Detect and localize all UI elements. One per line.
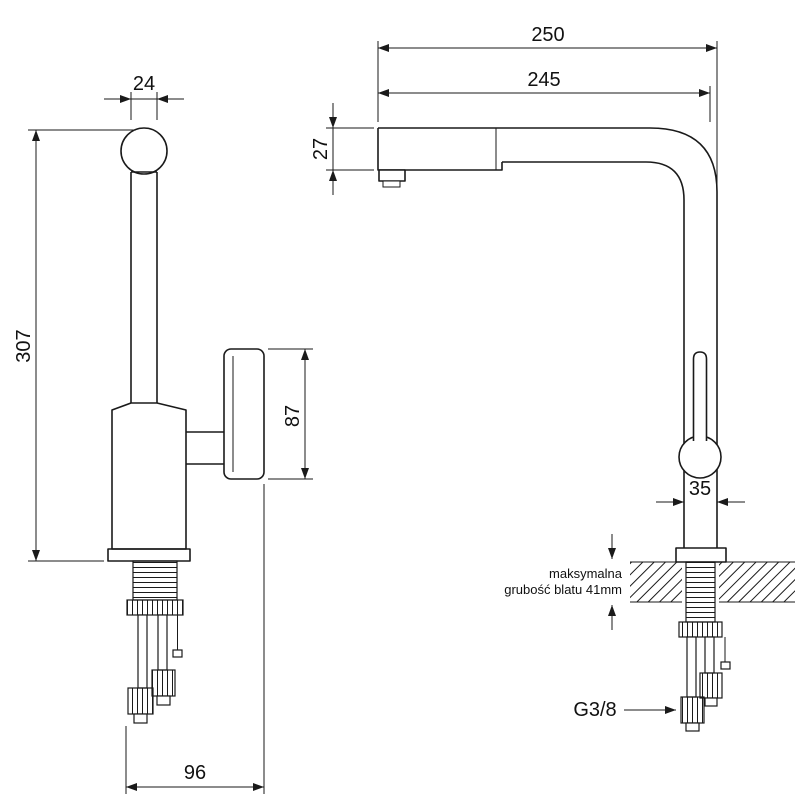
counter-note-line2: grubość blatu 41mm [504, 582, 622, 597]
faucet-body [111, 402, 187, 550]
dim-250-label: 250 [531, 24, 564, 46]
thread-size-callout: G3/8 [573, 699, 676, 721]
dim-27-label: 27 [310, 138, 332, 160]
hose-end-1 [133, 713, 148, 724]
hose-fitting-1 [680, 696, 705, 724]
stud-foot [172, 649, 183, 658]
counter-note-line1: maksymalna [549, 566, 623, 581]
dim-87-label: 87 [282, 405, 304, 427]
hose-fitting-2 [699, 672, 723, 699]
base-plate [675, 547, 727, 563]
dimension-column-width: 35 [656, 478, 745, 506]
extension-lines [28, 129, 136, 562]
base-plate [107, 548, 191, 562]
hose-fitting-2 [151, 669, 176, 697]
dimension-base-span: 96 [125, 484, 265, 794]
supply-hose-1 [137, 614, 148, 689]
thread-size-label: G3/8 [573, 699, 616, 721]
spout-inner-profile [502, 161, 685, 548]
hose-fitting-1 [127, 687, 154, 715]
dimension-total-height: 307 [13, 129, 136, 562]
countertop-thickness-note: maksymalna grubość blatu 41mm [504, 534, 623, 630]
dimension-overall-reach: 250 [377, 24, 718, 186]
thread-section [685, 561, 716, 623]
dimension-spout-width: 24 [104, 73, 184, 120]
stud-foot [720, 661, 731, 670]
handle-ball-joint [678, 435, 722, 479]
extension-lines [125, 484, 265, 794]
supply-hose-2 [704, 636, 715, 674]
dim-245-label: 245 [527, 69, 560, 91]
mounting-nut [678, 621, 723, 638]
handle-lever [692, 351, 708, 441]
handle-connector [186, 431, 224, 465]
aerator-tip [382, 180, 401, 188]
dim-307-label: 307 [13, 329, 35, 362]
hose-end-1 [685, 722, 700, 732]
right-view: 250 245 27 35 maksymalna grubość bla [310, 24, 795, 732]
mounting-nut [126, 599, 184, 616]
dimension-handle-height: 87 [268, 348, 313, 480]
spout-outer-profile [378, 127, 718, 548]
extension-lines [130, 92, 158, 120]
aerator [378, 169, 406, 182]
dimension-spout-height: 27 [310, 103, 374, 195]
pullout-spray-head [377, 128, 503, 171]
spout-column [130, 171, 158, 403]
supply-hose-1 [686, 636, 697, 698]
dim-96-label: 96 [184, 762, 206, 784]
dim-35-label: 35 [689, 478, 711, 500]
supply-hose-2 [157, 614, 168, 671]
thread-section [132, 560, 178, 601]
dimension-spout-reach: 245 [378, 69, 711, 122]
hose-end-2 [704, 697, 718, 707]
dim-24-label: 24 [133, 73, 155, 95]
hose-end-2 [156, 695, 171, 706]
left-view: 24 307 87 96 [13, 73, 313, 794]
extension-lines [377, 41, 718, 186]
spout-ball [120, 127, 168, 175]
handle-lever [223, 348, 265, 480]
